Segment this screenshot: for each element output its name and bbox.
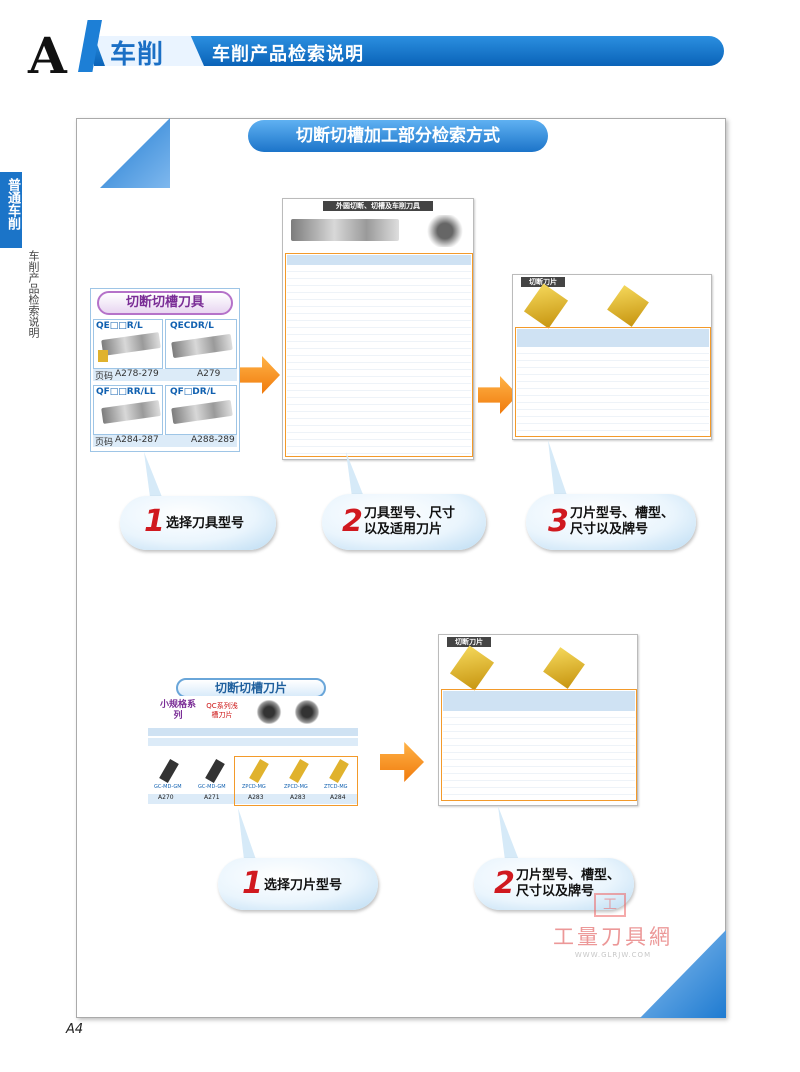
tool-image <box>171 399 233 425</box>
ref-row: 页码 A278-279 A279 <box>93 369 237 382</box>
spec-row <box>148 738 358 746</box>
insert-label: ZTCD-MG <box>324 784 348 790</box>
document-title: 切断刀片 <box>447 637 491 647</box>
insert-image <box>523 283 569 329</box>
tool-cell[interactable]: QECDR/L <box>165 319 237 369</box>
table-body <box>287 265 471 455</box>
document-title: 外圆切断、切槽及车削刀具 <box>323 201 433 211</box>
step-number: 1 <box>144 504 165 539</box>
tool-drawing <box>291 219 399 241</box>
tool-label: QF□DR/L <box>170 387 216 397</box>
insert-label: ZPCD-MG <box>242 784 266 790</box>
step-callout: 2 刀具型号、尺寸以及适用刀片 <box>322 494 486 550</box>
insert-image <box>543 647 585 689</box>
step-text: 刀片型号、槽型、尺寸以及牌号 <box>516 868 621 899</box>
header-bar-highlight <box>94 36 204 66</box>
insert-ref: A270 <box>158 794 174 801</box>
insert-ref: A283 <box>290 794 306 801</box>
step-callout: 1 选择刀具型号 <box>120 496 276 550</box>
tool-image <box>101 400 161 424</box>
ref-prefix: 页码 <box>95 372 114 382</box>
side-tab-main: 普通车削 <box>5 178 20 230</box>
insert-table-document[interactable]: 切断刀片 <box>512 274 712 440</box>
series-qc-badge: QC系列浅槽刀片 <box>206 702 238 719</box>
table-header <box>287 255 471 265</box>
insert-row <box>148 758 358 796</box>
highlight-frame <box>441 689 637 801</box>
watermark: 工 工量刀具網 WWW.GLRJW.COM <box>538 893 688 959</box>
table-header <box>443 691 635 711</box>
tool-label: QE□□R/L <box>96 321 143 331</box>
insert-image <box>294 700 320 724</box>
step-text: 刀具型号、尺寸以及适用刀片 <box>364 506 456 537</box>
step-callout: 3 刀片型号、槽型、尺寸以及牌号 <box>526 494 696 550</box>
tool-label: QECDR/L <box>170 321 214 331</box>
side-tab-sub: 车削产品检索说明 <box>27 250 40 338</box>
insert-image <box>449 645 495 691</box>
step-callout: 1 选择刀片型号 <box>218 858 378 910</box>
insert-card-title: 切断切槽刀片 <box>176 678 326 698</box>
ref-prefix: 页码 <box>95 438 114 448</box>
step-number: 2 <box>494 866 515 901</box>
insert-image <box>256 700 282 724</box>
insert-ref: A284 <box>330 794 346 801</box>
insert-tip <box>98 350 108 362</box>
highlight-frame <box>234 756 358 806</box>
highlight-frame <box>515 327 711 437</box>
series-small-badge: 小规格系列 <box>159 700 196 721</box>
tool-cell[interactable]: QF□DR/L <box>165 385 237 435</box>
watermark-logo-icon: 工 <box>594 893 626 917</box>
insert-ref: A271 <box>204 794 220 801</box>
ref-row: 页码 A284-287 A288-289 <box>93 435 237 448</box>
section-title: 车削 <box>110 40 165 70</box>
table-body <box>443 711 635 799</box>
tool-cell[interactable]: QE□□R/L <box>93 319 163 369</box>
insert-label: ZPCD-MG <box>284 784 308 790</box>
tool-image <box>101 332 161 356</box>
panel-title: 切断切槽加工部分检索方式 <box>248 120 548 152</box>
tool-label: QF□□RR/LL <box>96 387 156 397</box>
tool-photo <box>425 215 465 247</box>
side-tab-marker <box>0 172 22 248</box>
insert-image <box>159 758 179 784</box>
table-header <box>517 329 709 347</box>
step-text: 刀片型号、槽型、尺寸以及牌号 <box>570 506 675 537</box>
step-callout: 2 刀片型号、槽型、尺寸以及牌号 <box>474 858 634 910</box>
tool-table-document[interactable]: 外圆切断、切槽及车削刀具 <box>282 198 474 460</box>
insert-ref: A283 <box>248 794 264 801</box>
insert-label: GC-MD-GM <box>198 784 226 790</box>
page-number: A4 <box>66 1022 84 1037</box>
tool-card: 切断切槽刀具 QE□□R/L QECDR/L 页码 A278-279 A279 … <box>90 288 240 452</box>
ref-page: A288-289 <box>191 435 235 445</box>
insert-image <box>205 758 225 784</box>
spec-row <box>148 728 358 736</box>
tool-image <box>171 333 233 359</box>
tool-card-title: 切断切槽刀具 <box>97 291 233 315</box>
ref-page: A279 <box>197 369 221 379</box>
ref-page: A278-279 <box>115 369 159 379</box>
header-subtitle: 车削产品检索说明 <box>212 44 364 65</box>
insert-ref-row: A270 A271 A283 A283 A284 <box>148 794 358 804</box>
insert-table-document[interactable]: 切断刀片 <box>438 634 638 806</box>
step-number: 3 <box>548 504 569 539</box>
tool-cell[interactable]: QF□□RR/LL <box>93 385 163 435</box>
step-number: 2 <box>342 504 363 539</box>
section-letter: A <box>28 26 67 85</box>
table-body <box>517 347 709 435</box>
insert-card: 小规格系列 QC系列浅槽刀片 GC-MD-GM GC-MD-GM ZPCD-MG… <box>148 696 358 808</box>
highlight-frame <box>285 253 473 457</box>
insert-label-row: GC-MD-GM GC-MD-GM ZPCD-MG ZPCD-MG ZTCD-M… <box>148 784 358 793</box>
step-number: 1 <box>242 866 263 901</box>
watermark-text: 工量刀具網 <box>553 925 673 949</box>
insert-image <box>607 285 649 327</box>
insert-label: GC-MD-GM <box>154 784 182 790</box>
ref-page: A284-287 <box>115 435 159 445</box>
watermark-url: WWW.GLRJW.COM <box>574 951 652 959</box>
step-text: 选择刀片型号 <box>264 878 343 893</box>
document-title: 切断刀片 <box>521 277 565 287</box>
step-text: 选择刀具型号 <box>166 516 245 531</box>
